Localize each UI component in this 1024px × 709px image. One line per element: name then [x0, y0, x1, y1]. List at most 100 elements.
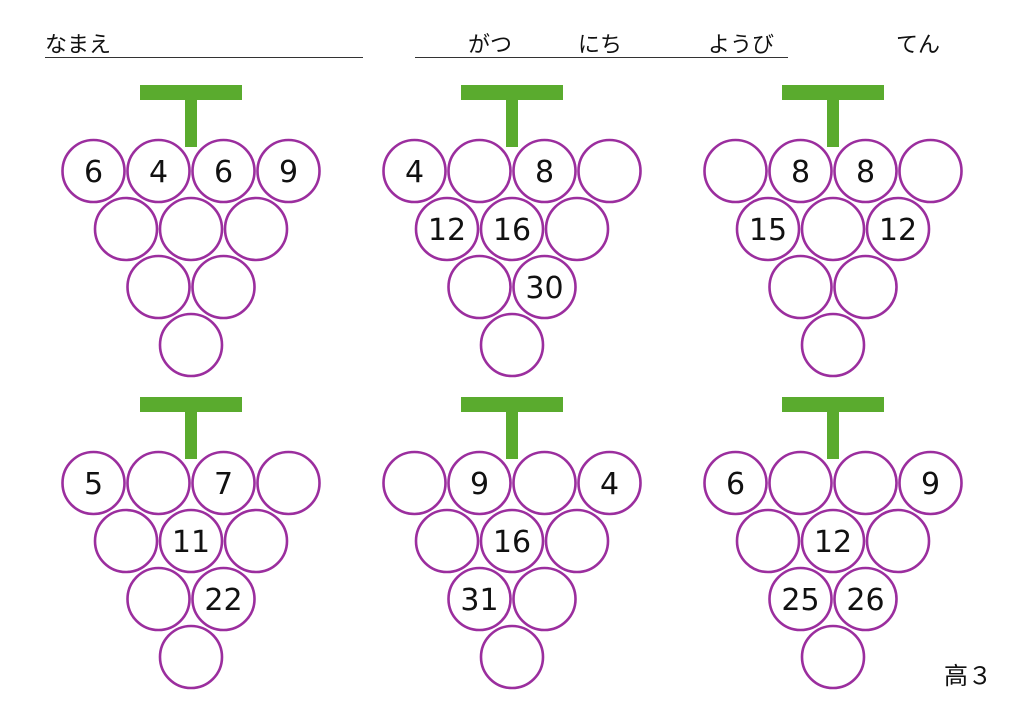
grape-circle [191, 566, 256, 632]
grape-circle [577, 450, 642, 516]
grape-circle[interactable] [800, 196, 866, 262]
grape-circle[interactable] [544, 196, 610, 262]
grape-circle[interactable] [382, 450, 447, 516]
grape-circle [382, 138, 447, 204]
grape-circle[interactable] [479, 624, 545, 690]
grape-circle[interactable] [479, 312, 545, 378]
score-label: てん [896, 33, 941, 58]
stem-post [506, 411, 518, 459]
grape-circle[interactable] [800, 312, 866, 378]
grade-label: 高３ [944, 662, 992, 690]
stem-bar [140, 85, 242, 100]
grape-number: 12 [879, 213, 917, 248]
grape-number: 16 [493, 213, 531, 248]
grape-circle[interactable] [223, 196, 289, 262]
stem-post [506, 99, 518, 147]
grape-circle[interactable] [447, 138, 512, 204]
grape-circle[interactable] [126, 566, 191, 632]
grape-number: 15 [749, 213, 787, 248]
grape-circle [735, 196, 801, 262]
grape-circle[interactable] [735, 508, 801, 574]
grape-circle[interactable] [833, 450, 898, 516]
grape-number: 8 [535, 155, 554, 190]
stem-bar [461, 397, 563, 412]
grape-circle [479, 196, 545, 262]
grape-circle[interactable] [126, 450, 191, 516]
grape-circle [447, 450, 512, 516]
grape-circle[interactable] [126, 254, 191, 320]
grape-number: 11 [172, 525, 210, 560]
grape-circle[interactable] [414, 508, 480, 574]
grape-number: 6 [84, 155, 103, 190]
grape-circle [191, 138, 256, 204]
stem-post [185, 99, 197, 147]
grape-circle[interactable] [544, 508, 610, 574]
grape-circle [865, 196, 931, 262]
grape-number: 9 [279, 155, 298, 190]
grape-circle [768, 138, 833, 204]
date-write-line[interactable] [415, 57, 788, 58]
grape-circle[interactable] [93, 196, 159, 262]
grape-number: 16 [493, 525, 531, 560]
grape-circle[interactable] [898, 138, 963, 204]
grape-puzzle-1: 6 4 6 9 [61, 85, 321, 378]
grape-number: 6 [726, 467, 745, 502]
grape-circle[interactable] [512, 450, 577, 516]
grape-circle [768, 566, 833, 632]
grape-number: 4 [149, 155, 168, 190]
name-label: なまえ [45, 33, 112, 58]
grape-circle[interactable] [223, 508, 289, 574]
grape-circle [61, 138, 126, 204]
stem-post [827, 411, 839, 459]
grape-circle[interactable] [158, 312, 224, 378]
grape-circle[interactable] [865, 508, 931, 574]
grape-circle[interactable] [577, 138, 642, 204]
grape-circle [126, 138, 191, 204]
grape-number: 6 [214, 155, 233, 190]
grape-circle [191, 450, 256, 516]
grape-circle[interactable] [703, 138, 768, 204]
grape-circle[interactable] [447, 254, 512, 320]
grape-circle [703, 450, 768, 516]
grape-circle[interactable] [191, 254, 256, 320]
grape-circle [447, 566, 512, 632]
grape-circle [833, 566, 898, 632]
grape-circle[interactable] [158, 624, 224, 690]
grape-circle [898, 450, 963, 516]
grape-circle [479, 508, 545, 574]
grape-number: 12 [814, 525, 852, 560]
grape-circle [833, 138, 898, 204]
stem-bar [461, 85, 563, 100]
name-write-line[interactable] [45, 57, 363, 58]
grape-number: 9 [470, 467, 489, 502]
grape-circle[interactable] [800, 624, 866, 690]
grape-circle[interactable] [93, 508, 159, 574]
grape-circle [61, 450, 126, 516]
grape-number: 7 [214, 467, 233, 502]
grape-number: 30 [525, 271, 563, 306]
stem-post [827, 99, 839, 147]
grape-number: 4 [600, 467, 619, 502]
grape-circle[interactable] [768, 254, 833, 320]
grape-circle[interactable] [512, 566, 577, 632]
grape-number: 9 [921, 467, 940, 502]
day-label: にち [578, 33, 623, 58]
grape-circle[interactable] [833, 254, 898, 320]
grape-circle[interactable] [158, 196, 224, 262]
grape-circle [512, 138, 577, 204]
grape-circle[interactable] [256, 450, 321, 516]
grape-number: 5 [84, 467, 103, 502]
grape-circle [158, 508, 224, 574]
grape-circle[interactable] [768, 450, 833, 516]
grape-circle [800, 508, 866, 574]
grape-number: 4 [405, 155, 424, 190]
grape-number: 8 [791, 155, 810, 190]
grape-number: 22 [204, 583, 242, 618]
weekday-label: ようび [708, 33, 775, 58]
grape-circle [414, 196, 480, 262]
